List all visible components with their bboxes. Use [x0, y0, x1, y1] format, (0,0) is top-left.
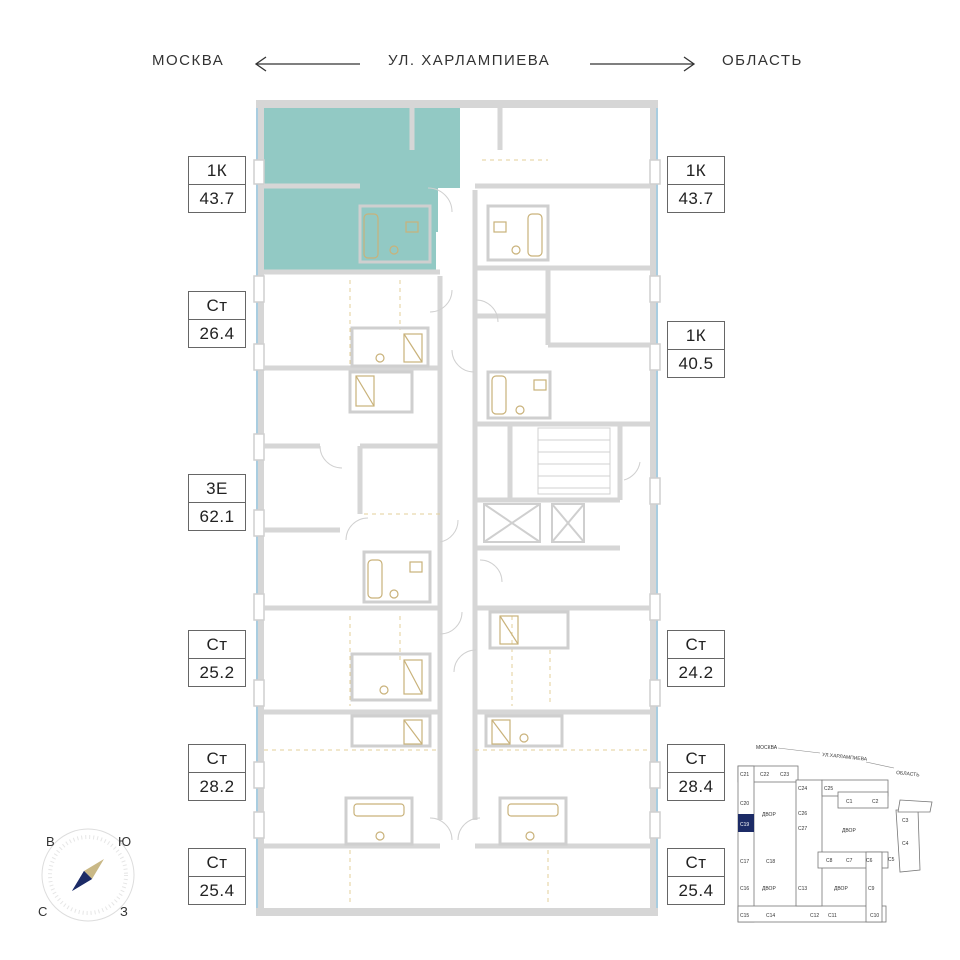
svg-text:C9: C9 [868, 886, 875, 892]
apartment-area: 26.4 [189, 319, 245, 347]
svg-text:C15: C15 [740, 913, 749, 919]
svg-text:C7: C7 [846, 858, 853, 864]
svg-text:C23: C23 [780, 772, 789, 778]
apartment-type: Ст [685, 635, 707, 654]
svg-text:C12: C12 [810, 913, 819, 919]
svg-text:C13: C13 [798, 886, 807, 892]
svg-text:C5: C5 [888, 857, 895, 863]
svg-text:C6: C6 [866, 858, 873, 864]
apartment-label[interactable]: Ст 25.4 [667, 848, 725, 905]
svg-text:C25: C25 [824, 786, 833, 792]
elevator-shafts [483, 503, 585, 543]
svg-text:C8: C8 [826, 858, 833, 864]
facade-piers [253, 159, 661, 839]
apartment-area: 40.5 [668, 349, 724, 377]
svg-text:ДВОР: ДВОР [842, 828, 856, 834]
minimap-right-label: ОБЛАСТЬ [896, 770, 921, 778]
minimap-street-label: УЛ.ХАРЛАМПИЕВА [822, 752, 868, 763]
apartment-area: 43.7 [189, 184, 245, 212]
apartment-type: 3Е [206, 479, 228, 498]
interior-walls [264, 104, 650, 849]
svg-text:C1: C1 [846, 799, 853, 805]
apartment-label[interactable]: 1К 43.7 [188, 156, 246, 213]
apartment-type: Ст [206, 749, 228, 768]
apartment-area: 43.7 [668, 184, 724, 212]
apartment-type: Ст [206, 853, 228, 872]
compass-icon [41, 828, 135, 922]
apartment-area: 62.1 [189, 502, 245, 530]
building-walls [256, 100, 658, 916]
zoning-lines [264, 159, 650, 906]
svg-text:ДВОР: ДВОР [834, 886, 848, 892]
apartment-label[interactable]: Ст 26.4 [188, 291, 246, 348]
svg-text:C14: C14 [766, 913, 775, 919]
apartment-area: 25.4 [668, 876, 724, 904]
compass-north-label: В [46, 834, 55, 849]
svg-text:C24: C24 [798, 786, 807, 792]
apartment-area: 28.2 [189, 772, 245, 800]
svg-text:C17: C17 [740, 859, 749, 865]
apartment-label[interactable]: Ст 28.2 [188, 744, 246, 801]
arrow-left-icon [254, 56, 360, 72]
apartment-area: 28.4 [668, 772, 724, 800]
svg-text:ДВОР: ДВОР [762, 812, 776, 818]
door-swings [319, 187, 641, 841]
svg-text:C20: C20 [740, 801, 749, 807]
direction-right-label: ОБЛАСТЬ [722, 52, 803, 69]
apartment-type: 1К [685, 161, 707, 180]
svg-text:C22: C22 [760, 772, 769, 778]
arrow-right-icon [590, 56, 696, 72]
apartment-label[interactable]: Ст 25.4 [188, 848, 246, 905]
svg-text:C4: C4 [902, 841, 909, 847]
compass-east-label: Ю [118, 834, 131, 849]
apartment-area: 25.2 [189, 658, 245, 686]
svg-text:C18: C18 [766, 859, 775, 865]
apartment-label[interactable]: 3Е 62.1 [188, 474, 246, 531]
svg-text:C11: C11 [828, 913, 837, 919]
apartment-area: 24.2 [668, 658, 724, 686]
svg-text:C27: C27 [798, 826, 807, 832]
svg-text:C21: C21 [740, 772, 749, 778]
svg-text:C26: C26 [798, 811, 807, 817]
apartment-label[interactable]: 1К 43.7 [667, 156, 725, 213]
minimap-current-label: C19 [740, 822, 749, 828]
apartment-label[interactable]: Ст 28.4 [667, 744, 725, 801]
direction-left-label: МОСКВА [152, 52, 225, 69]
svg-text:C10: C10 [870, 913, 879, 919]
apartment-type: 1К [685, 326, 707, 345]
minimap-current-section [738, 814, 754, 832]
svg-text:C3: C3 [902, 818, 909, 824]
minimap-left-label: МОСКВА [756, 745, 778, 751]
apartment-label[interactable]: Ст 24.2 [667, 630, 725, 687]
apartment-area: 25.4 [189, 876, 245, 904]
apartment-type: Ст [685, 853, 707, 872]
svg-text:C2: C2 [872, 799, 879, 805]
bathrooms [344, 204, 570, 846]
staircase [537, 427, 611, 495]
apartment-type: Ст [685, 749, 707, 768]
bathroom-fixtures [353, 213, 559, 841]
apartment-type: 1К [206, 161, 228, 180]
apartment-type: Ст [206, 635, 228, 654]
apartment-type: Ст [206, 296, 228, 315]
compass-west-label: С [38, 904, 47, 919]
street-name-label: УЛ. ХАРЛАМПИЕВА [388, 52, 551, 69]
svg-text:ДВОР: ДВОР [762, 886, 776, 892]
apartment-label[interactable]: 1К 40.5 [667, 321, 725, 378]
apartment-label[interactable]: Ст 25.2 [188, 630, 246, 687]
compass-south-label: З [120, 904, 128, 919]
svg-text:C16: C16 [740, 886, 749, 892]
